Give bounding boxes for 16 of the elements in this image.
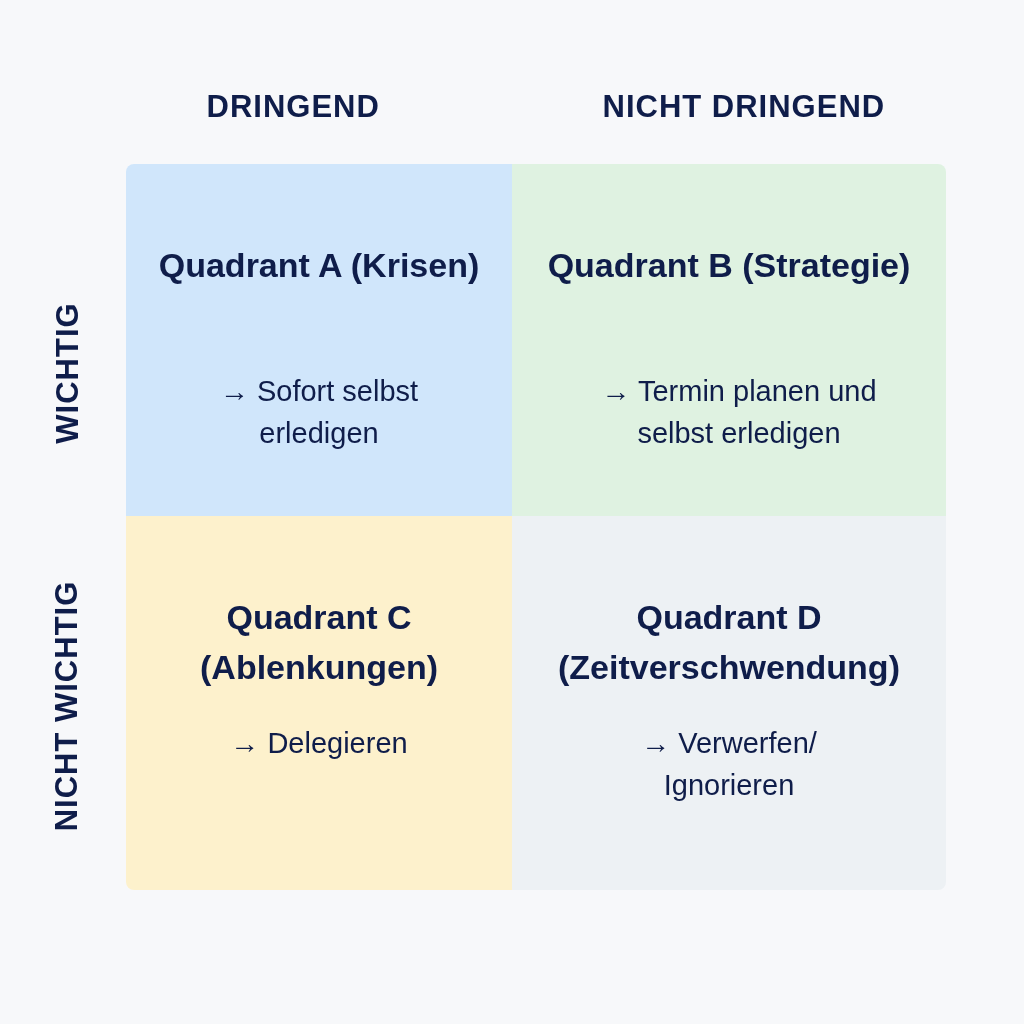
action-text: → Delegieren — [229, 726, 409, 761]
quadrant-title: Quadrant A (Krisen) — [157, 245, 481, 286]
quadrant-box — [126, 516, 512, 890]
row-header: NICHT WICHTIG — [48, 580, 85, 832]
quadrant-title: Quadrant B (Strategie) — [546, 245, 912, 286]
action-text: → Sofort selbst erledigen — [218, 374, 420, 451]
quadrant-title: Quadrant D (Zeitverschwendung) — [557, 597, 901, 688]
column-header: NICHT DRINGEND — [602, 89, 886, 125]
row-header: WICHTIG — [49, 302, 86, 444]
column-header: DRINGEND — [206, 89, 380, 125]
action-text: → Termin planen und selbst erledigen — [600, 374, 878, 451]
quadrant-box — [512, 164, 946, 516]
quadrant-box — [126, 164, 512, 516]
action-text: → Verwerfen/ Ignorieren — [640, 726, 818, 803]
quadrant-box — [512, 516, 946, 890]
quadrant-title: Quadrant C (Ablenkungen) — [199, 597, 439, 688]
